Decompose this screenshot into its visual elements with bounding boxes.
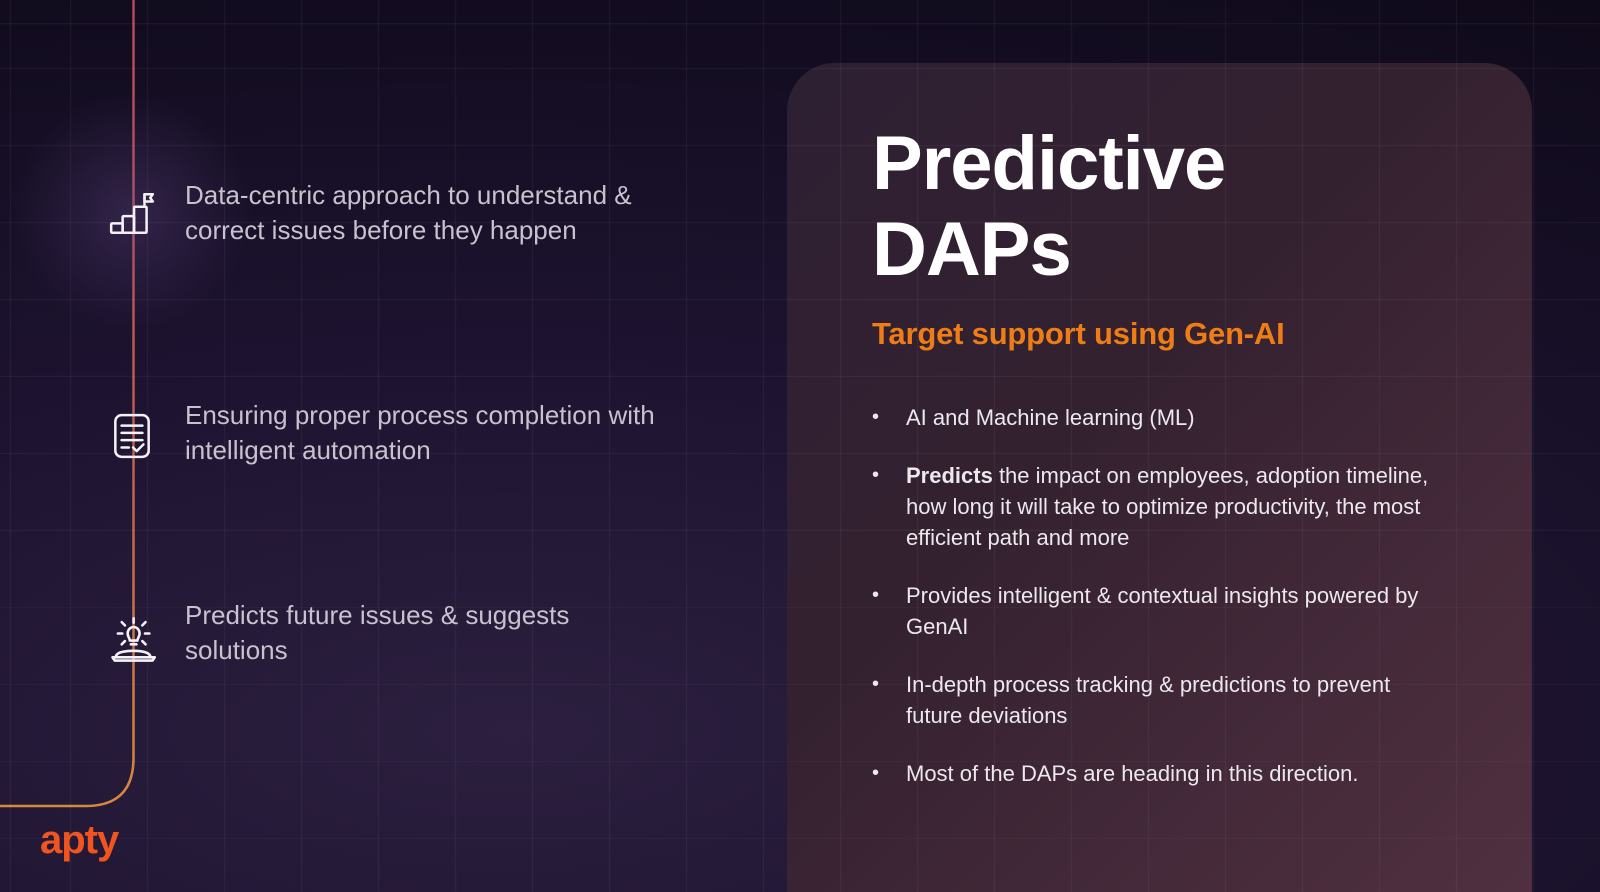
bullet-item: • In-depth process tracking & prediction… <box>872 669 1442 731</box>
card-subtitle: Target support using Gen-AI <box>872 316 1285 351</box>
bullet-marker: • <box>872 406 880 428</box>
bullet-item: • AI and Machine learning (ML) <box>872 402 1442 433</box>
bar-chart-flag-icon <box>104 186 160 242</box>
card-title-line2: DAPs <box>872 207 1072 292</box>
lightbulb-book-icon <box>104 612 160 668</box>
bullet-item: • Predicts the impact on employees, adop… <box>872 460 1442 553</box>
feature-text: Predicts future issues & suggests soluti… <box>185 600 570 665</box>
feature-text: Ensuring proper process completion with … <box>185 400 655 465</box>
bullet-item: • Most of the DAPs are heading in this d… <box>872 758 1442 789</box>
feature-text: Data-centric approach to understand & co… <box>185 180 632 245</box>
bullet-item: • Provides intelligent & contextual insi… <box>872 580 1442 642</box>
content-card: Predictive DAPs Target support using Gen… <box>787 63 1532 892</box>
timeline-line <box>0 0 135 808</box>
bullet-marker: • <box>872 584 880 606</box>
bullet-marker: • <box>872 673 880 695</box>
document-check-icon <box>104 408 160 464</box>
icon-glow <box>2 82 262 342</box>
bullet-list: • AI and Machine learning (ML) • Predict… <box>872 402 1442 789</box>
bullet-marker: • <box>872 464 880 486</box>
card-title-line1: Predictive <box>872 121 1226 206</box>
bullet-marker: • <box>872 762 880 784</box>
card-title: Predictive DAPs <box>872 121 1472 293</box>
apty-logo: apty <box>40 818 119 862</box>
